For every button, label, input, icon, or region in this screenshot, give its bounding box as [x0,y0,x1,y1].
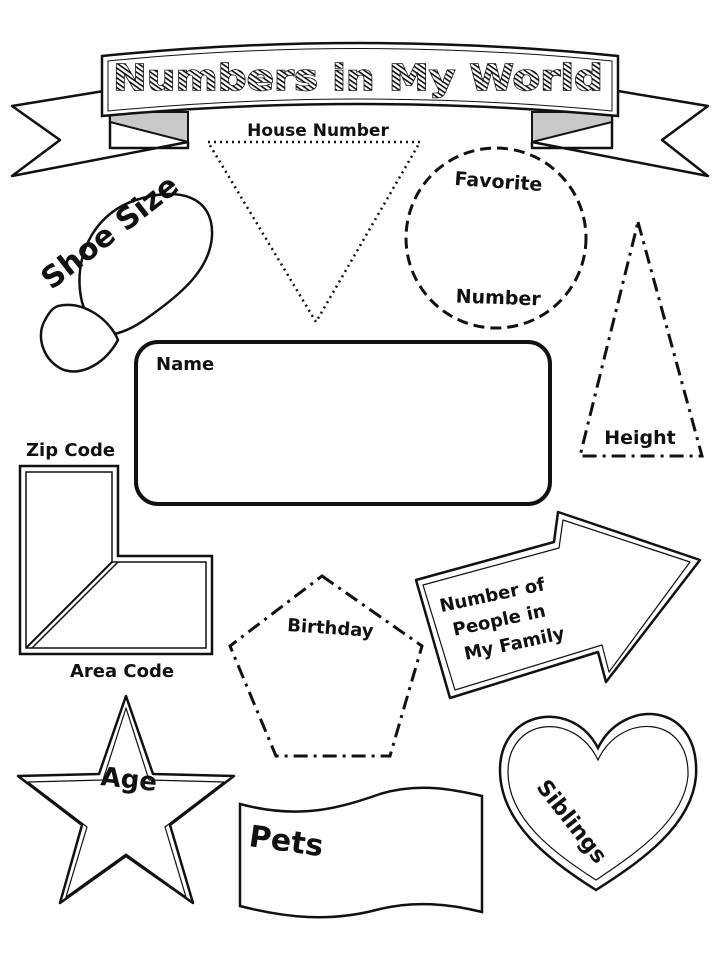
house-number-label: House Number [247,121,389,141]
banner-left-fold [109,111,189,144]
shoe-sole [78,192,214,337]
age-star-outer [16,694,236,905]
banner-right-fold [531,111,613,144]
age-star-inner [27,707,225,898]
age-label: Age [99,762,158,798]
pets-flag [238,786,484,919]
family-arrow-inner [422,519,691,691]
page-title: Numbers in My World [113,58,603,99]
l-shape [18,464,214,656]
height-label: Height [604,427,676,449]
height-triangle [578,216,704,458]
favorite-number-circle [404,146,588,330]
age-star: Age [16,694,236,905]
name-label: Name [156,354,214,375]
siblings-heart-inner [507,726,689,881]
l-shape-diagonal [25,561,113,649]
banner-center [100,41,620,118]
zip-code-label: Zip Code [26,440,115,461]
number-label: Number [455,286,541,311]
birthday-pentagon [228,574,424,758]
banner-center-inner [107,48,613,112]
siblings-heart: Siblings [498,712,698,892]
house-number-triangle [205,140,423,325]
family-arrow-outer [414,510,702,700]
name-box [134,340,552,506]
area-code-label: Area Code [70,661,174,682]
birthday-label: Birthday [287,615,375,642]
favorite-label: Favorite [454,168,543,196]
family-arrow: Number of People in My Family [414,510,702,700]
siblings-heart-outer [498,712,698,892]
shoe-heel [39,303,120,373]
l-shape-diagonal-2 [31,561,119,649]
title-banner: Numbers in My World [10,41,710,178]
